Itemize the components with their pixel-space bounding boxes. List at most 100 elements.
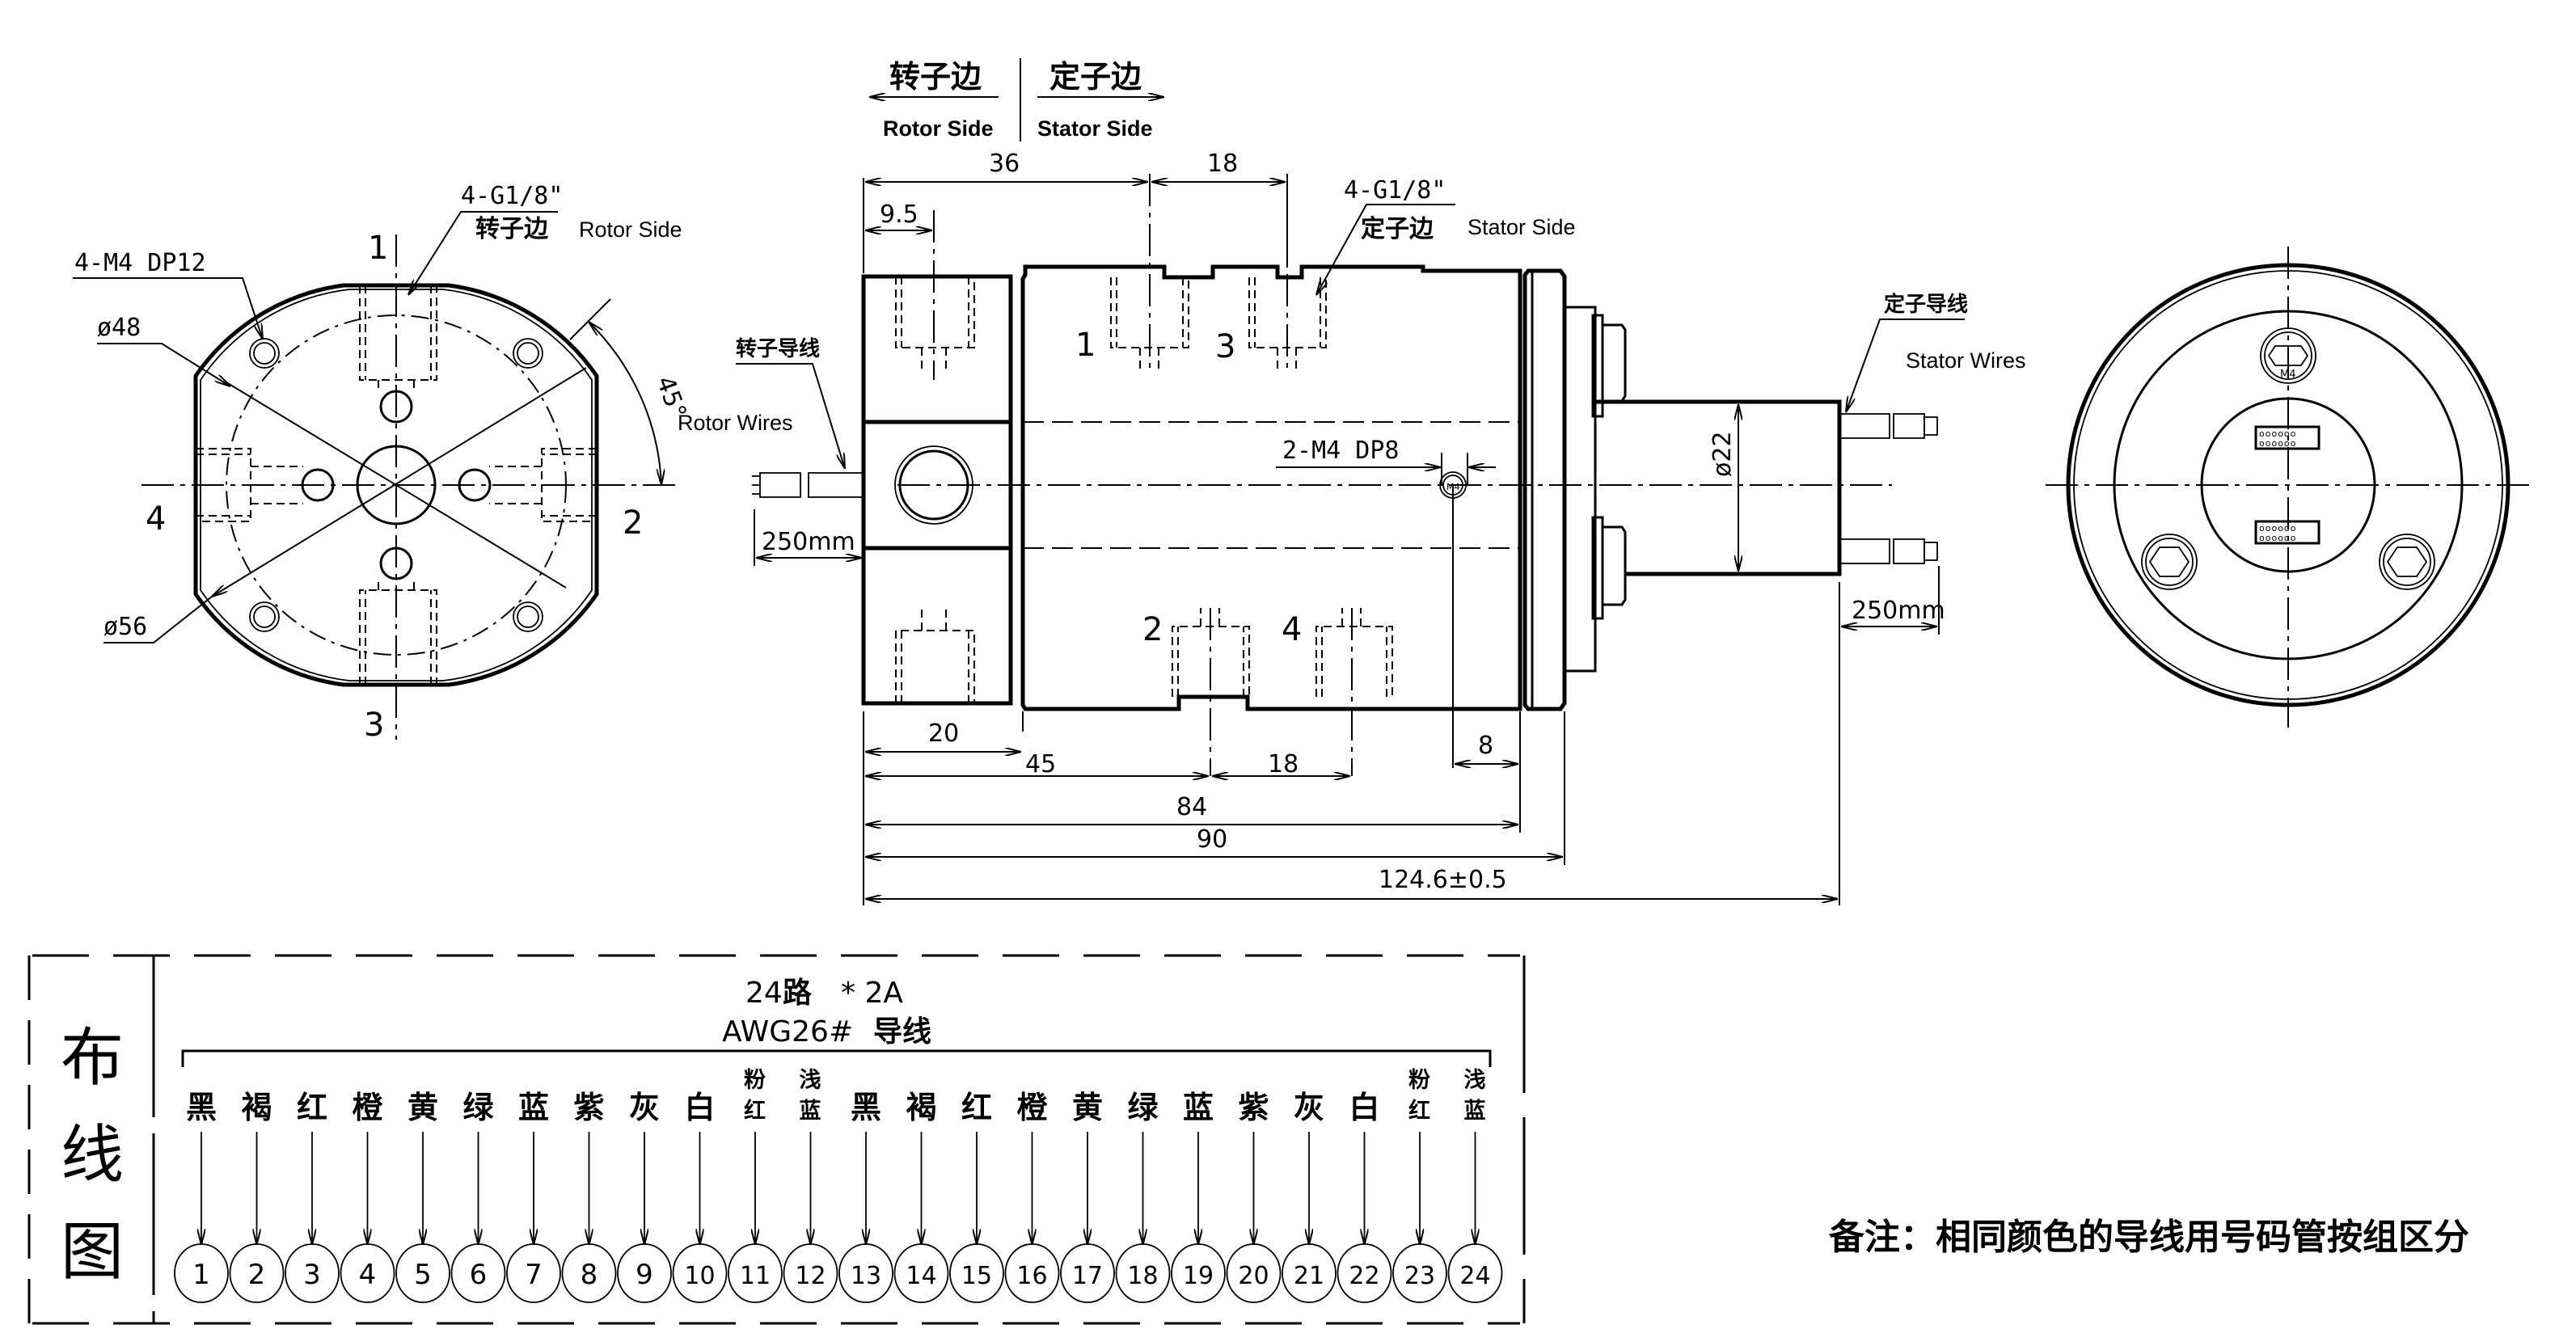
wiring-table: 布 线 图 24 路 * 2A AWG26# 导线 黑1褐2红3橙4黄5绿6蓝7… <box>27 954 1526 1325</box>
wire-number: 6 <box>470 1259 488 1291</box>
wire-number-circle <box>506 1243 561 1303</box>
wire-color-label: 橙 <box>1017 1090 1049 1125</box>
wiring-spec: 24 路 * 2A AWG26# 导线 <box>722 977 931 1048</box>
side-view: 转子导线 Rotor Wires 250mm 1 3 2 4 M4 2-M4 D… <box>678 150 2026 905</box>
screw-hole-icon <box>249 601 280 632</box>
wire-color-label: 黑 <box>851 1090 881 1125</box>
side-port-2: 2 <box>1142 611 1163 648</box>
rotor-wire-length: 250mm <box>762 528 855 556</box>
center-bore <box>356 445 437 525</box>
wire-number-circle <box>1171 1243 1226 1303</box>
wire-color-label: 黄 <box>408 1090 438 1125</box>
hole-right <box>458 468 492 502</box>
wire-number-circle <box>1004 1243 1060 1303</box>
wire-item: 黄5 <box>395 1090 450 1303</box>
wire-number-circle <box>1060 1243 1115 1303</box>
leader-d48 <box>97 343 230 386</box>
direction-legend: 转子边 Rotor Side 定子边 Stator Side <box>869 58 1164 141</box>
wire-number: 12 <box>795 1262 826 1290</box>
screw-callout: 4-M4 DP12 <box>74 249 206 277</box>
screw-hole-icon <box>249 338 280 369</box>
port-number-4: 4 <box>146 500 166 538</box>
wire-number: 20 <box>1238 1262 1269 1290</box>
stator-screw-right <box>2379 534 2435 590</box>
title-char-3: 图 <box>61 1216 124 1289</box>
stator-outer-chamfer <box>2073 270 2503 700</box>
wire-number-circle <box>949 1243 1004 1303</box>
inner-diameter-label: ø48 <box>97 314 141 342</box>
screw-hole-inner <box>517 605 539 628</box>
diameter-line-56 <box>212 367 587 597</box>
side-port-side-cn: 定子边 <box>1361 215 1434 243</box>
wire-number-circle <box>450 1243 506 1303</box>
screw-hole-icon <box>2141 534 2198 590</box>
screw-hole-inner <box>2383 538 2431 586</box>
stator-wires <box>1839 413 1938 564</box>
side-port-3: 3 <box>1215 328 1235 365</box>
pin-row: oooooo <box>2259 523 2296 534</box>
wire-color-label: 灰 <box>629 1090 660 1125</box>
rotor-end-view: 4-M4 DP12 ø48 ø56 4-G1/8" 转子边 Rotor Side… <box>73 182 692 744</box>
rotor-outer-body <box>193 283 599 687</box>
wire-number: 5 <box>414 1259 432 1291</box>
wire-list: 黑1褐2红3橙4黄5绿6蓝7紫8灰9白10粉红11浅蓝12黑13褐14红15橙1… <box>174 1068 1503 1303</box>
dim-20-label: 20 <box>928 719 959 748</box>
wire-item: 黄17 <box>1060 1090 1115 1303</box>
wire-item: 褐2 <box>229 1090 285 1303</box>
stator-side-en: Stator Side <box>1037 116 1153 141</box>
wire-color-label: 白 <box>1349 1090 1380 1125</box>
wire-color-label: 粉红 <box>744 1068 766 1124</box>
diameter-line-48 <box>226 382 567 589</box>
hex-bolt-icon <box>2148 546 2190 577</box>
title-char-1: 布 <box>61 1022 124 1095</box>
wire-number-circle <box>1392 1243 1447 1303</box>
outer-diameter-label: ø56 <box>103 613 147 641</box>
screw-hole-icon <box>513 601 543 632</box>
connector-bottom <box>1603 525 1627 606</box>
pin-row: oooooo <box>2259 438 2296 449</box>
wire-item: 黑13 <box>838 1090 893 1303</box>
stator-plate <box>1563 306 1597 673</box>
wire-item: 蓝7 <box>506 1090 561 1303</box>
hidden-port-side-4 <box>1315 608 1393 697</box>
wire-color-label: 紫 <box>1239 1090 1269 1125</box>
wire-bracket <box>181 1049 1492 1067</box>
connector-top-pins <box>2254 425 2321 450</box>
wire-color-label: 紫 <box>574 1090 605 1125</box>
wire-number-circle <box>728 1243 783 1303</box>
wire-number: 1 <box>192 1259 210 1291</box>
wire-color-label: 褐 <box>906 1090 937 1125</box>
hidden-port-3 <box>359 578 437 685</box>
screw-hole-inner <box>253 342 276 365</box>
wire-color-label: 褐 <box>242 1090 272 1125</box>
wire-number-circle <box>174 1243 229 1303</box>
wire-color-label: 蓝 <box>518 1090 549 1125</box>
hidden-port-2 <box>489 448 597 522</box>
wire-number: 11 <box>740 1262 771 1290</box>
stator-outer-ring <box>2066 263 2511 707</box>
side-port-1: 1 <box>1075 327 1096 364</box>
connector-top <box>1603 323 1627 403</box>
stator-end-view: oooooo oooooo oooooo oooooo M4 <box>2046 247 2531 728</box>
wire-color-label: 浅蓝 <box>1464 1068 1486 1124</box>
wire-number-circle <box>229 1243 285 1303</box>
wire-number-circle <box>672 1243 728 1303</box>
screw-hole-inner <box>2145 538 2194 586</box>
wire-number: 15 <box>961 1262 992 1290</box>
wire-item: 白10 <box>672 1090 728 1303</box>
wire-number: 22 <box>1349 1262 1379 1290</box>
side-screw-callout: 2-M4 DP8 <box>1282 437 1400 465</box>
wire-item: 灰9 <box>617 1090 672 1303</box>
dim-8-label: 8 <box>1478 732 1493 760</box>
wire-color-label: 绿 <box>463 1090 495 1125</box>
port-number-2: 2 <box>623 504 643 542</box>
wire-number-circle <box>783 1243 838 1303</box>
wire-item: 粉红 11 <box>728 1068 783 1303</box>
wire-number: 23 <box>1404 1262 1435 1290</box>
rotor-wires-cn: 转子导线 <box>736 337 820 361</box>
wire-item: 紫 20 <box>1226 1090 1282 1303</box>
connector-top-base <box>1591 314 1604 418</box>
wire-number-circle <box>893 1243 949 1303</box>
